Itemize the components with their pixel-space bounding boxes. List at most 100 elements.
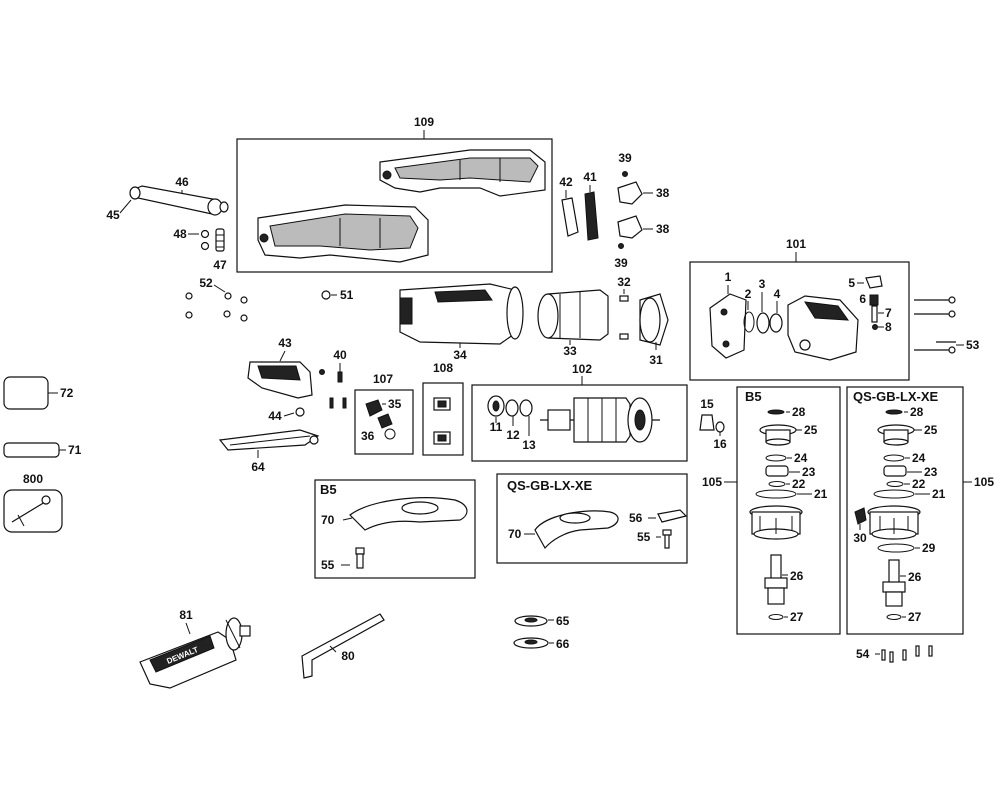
armature-group-label: 102 xyxy=(572,362,592,376)
svg-text:71: 71 xyxy=(68,443,82,457)
brush-holder-group-box xyxy=(354,389,414,455)
part-15-bearing-cup: 15 xyxy=(699,397,715,431)
housing-lower-half xyxy=(257,204,429,263)
part-12-washer: 12 xyxy=(505,399,520,442)
svg-text:55: 55 xyxy=(637,530,651,544)
part-39-top-screw: 39 xyxy=(618,151,632,177)
svg-text:8: 8 xyxy=(885,320,892,334)
svg-text:30: 30 xyxy=(853,531,867,545)
svg-text:47: 47 xyxy=(213,258,227,272)
svg-text:13: 13 xyxy=(522,438,536,452)
part-48-washers: 48 xyxy=(173,227,210,251)
part-66-outer-flange: 66 xyxy=(513,637,570,651)
armature-rotor xyxy=(540,397,660,443)
svg-text:22: 22 xyxy=(792,477,806,491)
svg-text:55: 55 xyxy=(321,558,335,572)
svg-text:32: 32 xyxy=(617,275,631,289)
svg-text:6: 6 xyxy=(859,292,866,306)
svg-text:3: 3 xyxy=(759,277,766,291)
svg-text:65: 65 xyxy=(556,614,570,628)
svg-text:80: 80 xyxy=(341,649,355,663)
part-47-spring: 47 xyxy=(213,228,227,272)
part-45-label: 45 xyxy=(106,199,132,222)
svg-text:15: 15 xyxy=(700,397,714,411)
svg-text:21: 21 xyxy=(814,487,828,501)
part-1-gear-case: 1 xyxy=(709,270,747,359)
svg-text:41: 41 xyxy=(583,170,597,184)
svg-text:7: 7 xyxy=(885,306,892,320)
svg-text:4: 4 xyxy=(774,287,781,301)
part-72-label-plate: 72 xyxy=(3,376,74,410)
svg-text:28: 28 xyxy=(910,405,924,419)
part-5-lever: 5 xyxy=(848,275,883,290)
brushes-group-box xyxy=(422,382,464,456)
svg-text:16: 16 xyxy=(713,437,727,451)
svg-text:70: 70 xyxy=(321,513,335,527)
spindle-qs-stack: 28 25 24 23 22 21 29 26 27 xyxy=(867,405,946,624)
housing-group-box xyxy=(236,138,553,273)
spindle-b5-stack: 28 25 24 23 22 21 26 27 xyxy=(749,405,828,624)
part-16-bearing: 16 xyxy=(713,421,727,451)
part-55-screw-b5: 55 xyxy=(321,547,365,572)
part-35-brush-spring: 35 xyxy=(365,397,402,417)
part-64-switch-rod: 64 xyxy=(218,429,320,474)
svg-text:27: 27 xyxy=(790,610,804,624)
svg-text:31: 31 xyxy=(649,353,663,367)
svg-text:23: 23 xyxy=(924,465,938,479)
guard-qs-header: QS-GB-LX-XE xyxy=(507,478,593,493)
part-55-screw-qs: 55 xyxy=(637,529,672,549)
svg-text:44: 44 xyxy=(268,409,282,423)
part-71-label-strip: 71 xyxy=(3,442,82,458)
part-11-bearing: 11 xyxy=(487,395,505,434)
svg-text:33: 33 xyxy=(563,344,577,358)
housing-group-label: 109 xyxy=(414,115,434,129)
svg-text:27: 27 xyxy=(908,610,922,624)
guard-b5-header: B5 xyxy=(320,482,337,497)
part-33-field-coil: 33 xyxy=(537,289,609,358)
svg-text:66: 66 xyxy=(556,637,570,651)
part-800-wrench-kit: 800 xyxy=(3,472,63,533)
part-43-switch-bracket: 43 xyxy=(247,336,313,399)
part-2-circlip: 2 xyxy=(743,287,755,333)
svg-text:52: 52 xyxy=(199,276,213,290)
part-52-screws: 52 xyxy=(185,276,248,322)
svg-text:36: 36 xyxy=(361,429,375,443)
brushes-group-label: 108 xyxy=(433,361,453,375)
gear-head-group-box xyxy=(689,261,910,381)
part-70-guard-b5: 70 xyxy=(321,497,468,531)
svg-text:24: 24 xyxy=(912,451,926,465)
guard-b5-box xyxy=(314,479,476,579)
housing-upper-half xyxy=(379,149,546,197)
svg-text:800: 800 xyxy=(23,472,43,486)
carbon-brushes xyxy=(433,397,451,445)
svg-text:39: 39 xyxy=(614,256,628,270)
armature-group-box xyxy=(471,384,688,462)
part-13-washer: 13 xyxy=(519,399,536,452)
svg-text:26: 26 xyxy=(790,569,804,583)
svg-text:56: 56 xyxy=(629,511,643,525)
svg-text:2: 2 xyxy=(745,287,752,301)
svg-text:40: 40 xyxy=(333,348,347,362)
part-65-inner-flange: 65 xyxy=(514,614,570,628)
part-70-guard-qs: 70 xyxy=(508,510,619,550)
svg-text:29: 29 xyxy=(922,541,936,555)
part-54-screws: 54 xyxy=(856,645,933,663)
svg-text:81: 81 xyxy=(179,608,193,622)
svg-text:64: 64 xyxy=(251,460,265,474)
svg-text:53: 53 xyxy=(966,338,980,352)
brush-holder-group-label: 107 xyxy=(373,372,393,386)
svg-text:48: 48 xyxy=(173,227,187,241)
part-81-side-handle: 81 DEWALT xyxy=(139,608,251,689)
svg-text:24: 24 xyxy=(794,451,808,465)
svg-text:21: 21 xyxy=(932,487,946,501)
svg-text:72: 72 xyxy=(60,386,74,400)
part-56-clamp-lever: 56 xyxy=(629,509,688,525)
part-38-bottom-switch: 38 xyxy=(617,215,670,239)
spindle-b5-box xyxy=(736,386,841,635)
part-32-pins: 32 xyxy=(617,275,631,340)
svg-text:1: 1 xyxy=(725,270,732,284)
part-7-pin: 7 xyxy=(871,305,892,323)
svg-text:22: 22 xyxy=(912,477,926,491)
svg-text:25: 25 xyxy=(804,423,818,437)
svg-text:43: 43 xyxy=(278,336,292,350)
